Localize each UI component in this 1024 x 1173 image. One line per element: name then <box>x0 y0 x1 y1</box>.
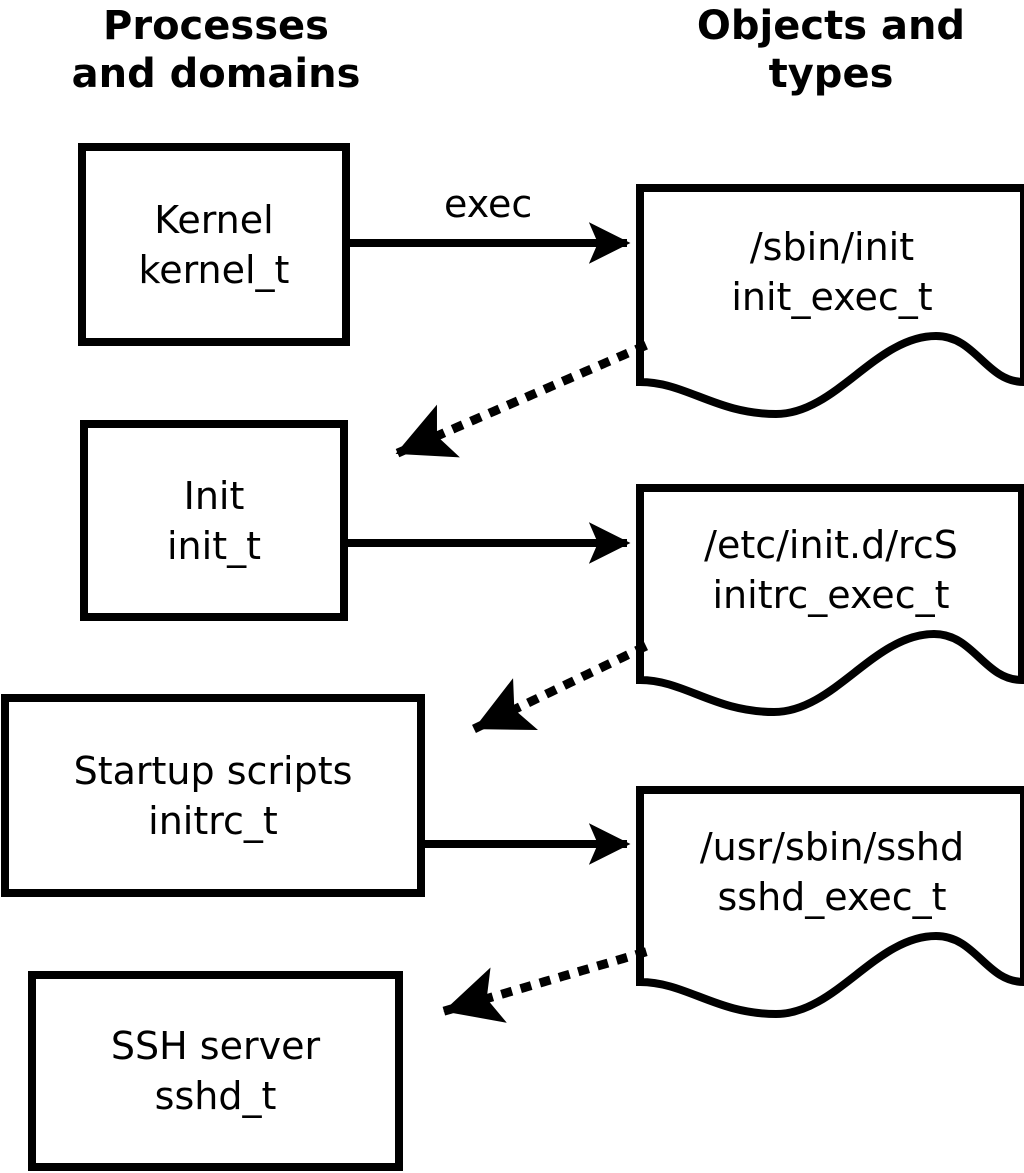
process-node-sshd[interactable]: SSH server sshd_t <box>28 971 403 1171</box>
column-header-objects: Objects and types <box>696 3 966 97</box>
edge-label-exec: exec <box>444 182 533 226</box>
process-node-kernel[interactable]: Kernel kernel_t <box>78 143 350 346</box>
process-node-init[interactable]: Init init_t <box>80 420 348 621</box>
object-node-sshd-exec[interactable]: /usr/sbin/sshd sshd_exec_t <box>636 786 1024 1026</box>
object-node-initrc-exec[interactable]: /etc/init.d/rcS initrc_exec_t <box>636 484 1024 724</box>
column-header-processes: Processes and domains <box>71 3 361 97</box>
process-node-initrc[interactable]: Startup scripts initrc_t <box>1 694 425 897</box>
edge-init-exec-to-init <box>394 341 648 458</box>
edge-initrc-exec-to-initrc <box>471 641 649 734</box>
edge-sshd-exec-to-sshd <box>442 947 648 1023</box>
object-node-init-exec[interactable]: /sbin/init init_exec_t <box>636 184 1024 426</box>
